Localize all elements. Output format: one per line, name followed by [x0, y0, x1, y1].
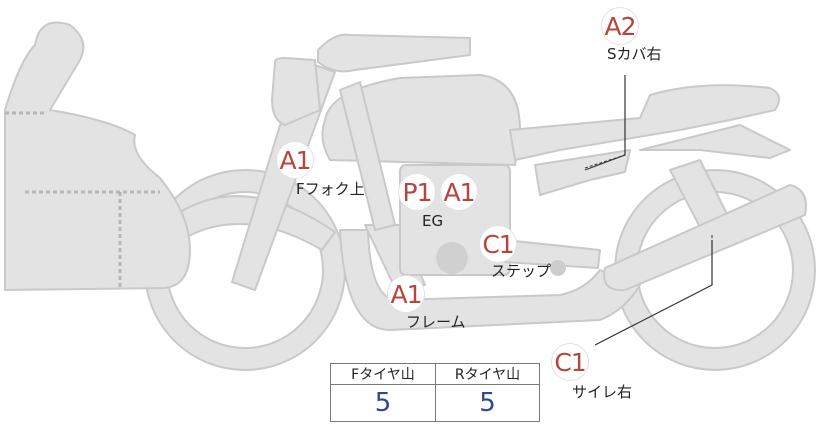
damage-marker-eg-p: P1: [398, 173, 436, 211]
fairing: [4, 21, 191, 291]
label-step: ステップ: [491, 262, 552, 280]
front-tire-value: 5: [374, 388, 392, 418]
rear-tire-value: 5: [479, 388, 496, 418]
handlebar: [317, 33, 471, 73]
damage-marker-step: C1: [479, 225, 517, 263]
label-eg: EG: [422, 212, 444, 230]
damage-marker-frame: A1: [387, 275, 425, 313]
label-muffler-right: サイレ右: [572, 383, 633, 401]
engine-cover: [436, 242, 468, 274]
label-f-fork-upper: Fフォク上: [296, 180, 365, 198]
tire-tread-table: Fタイヤ山 5 Rタイヤ山 5: [330, 363, 540, 422]
damage-marker-eg-a: A1: [440, 173, 478, 211]
label-frame: フレーム: [406, 313, 466, 331]
damage-marker-s-cover-right: A2: [601, 7, 639, 45]
front-tire-header: Fタイヤ山: [331, 364, 435, 385]
muffler: [603, 184, 807, 292]
headlight: [271, 57, 321, 126]
rear-tire-header: Rタイヤ山: [436, 364, 539, 385]
label-s-cover-right: Sカバ右: [607, 45, 662, 63]
side-cover: [534, 149, 631, 196]
damage-marker-muffler-right: C1: [551, 343, 589, 381]
seat: [509, 84, 780, 161]
damage-marker-f-fork-upper: A1: [276, 141, 314, 179]
rear-tire-column: Rタイヤ山 5: [436, 364, 539, 421]
front-tire-column: Fタイヤ山 5: [331, 364, 436, 421]
